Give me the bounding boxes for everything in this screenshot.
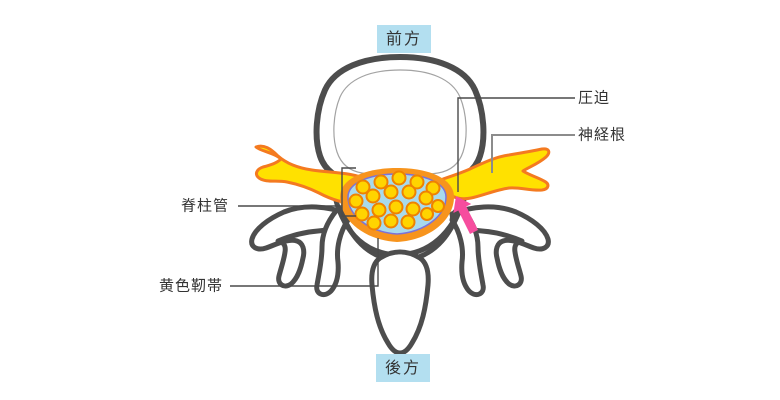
nerve-bundle-dot [409,174,425,190]
nerve-bundle-dot [400,214,416,230]
direction-label-front: 前方 [377,25,432,53]
nerve-bundle-dot [431,199,445,213]
compression-arrow-icon [453,196,478,234]
callout-ligamentum-flavum: 黄色靭帯 [158,276,223,295]
nerve-bundle-dot [401,184,417,200]
nerve-bundle-dot [388,199,404,215]
nerve-bundle-dot [420,207,434,221]
nerve-bundle-dot [366,215,382,231]
articular-process-left [314,206,351,298]
nerve-root-right [441,147,551,201]
callout-nerve-root: 神経根 [578,125,627,144]
nerve-bundle-dot [373,174,389,190]
nerve-bundle-dot [354,206,370,222]
spinous-process [369,249,431,356]
nerve-bundle-dot [383,184,399,200]
nerve-bundle-dot [365,188,381,204]
callout-compression: 圧迫 [578,88,611,107]
nerve-bundle-dot [355,179,371,195]
nerve-bundle-dot [371,202,387,218]
leader-spinal-canal [238,167,356,217]
direction-label-back: 後方 [376,354,431,382]
leader-compression [457,97,575,192]
nerve-bundle-dot [425,180,441,196]
callout-spinal-canal: 脊柱管 [180,196,229,215]
nerve-bundle-dots [348,170,445,231]
nerve-bundle-dot [418,190,434,206]
nerve-bundle-dot [405,201,421,217]
leader-nerve-root [491,134,575,173]
nerve-bundle-dot [391,170,407,186]
nerve-bundle-dot [383,213,399,229]
leader-ligamentum-flavum [230,238,379,287]
nerve-bundle-dot [348,193,364,209]
